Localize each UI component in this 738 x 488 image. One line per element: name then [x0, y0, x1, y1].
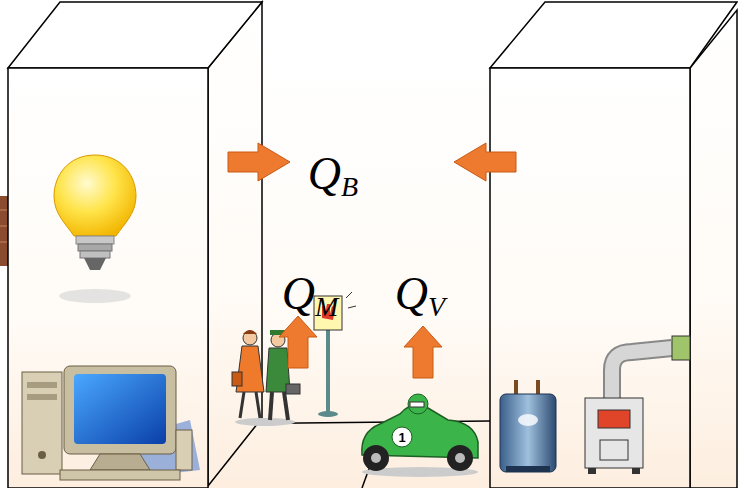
race-car	[362, 394, 478, 477]
light-bulb	[54, 155, 136, 303]
furnace-part	[632, 468, 640, 474]
right-building-part	[490, 2, 737, 68]
pedestrians-part	[270, 392, 272, 420]
right-building	[490, 2, 737, 488]
pedestrians-part	[284, 392, 288, 420]
pedestrians-part	[243, 330, 257, 334]
computer	[22, 366, 200, 480]
heat-flow-symbol: QB	[308, 151, 358, 201]
heat-arrow	[228, 143, 516, 378]
computer-part	[74, 374, 166, 444]
computer-part	[90, 454, 150, 470]
heat-arrow-part	[228, 143, 290, 181]
pedestrians-part	[232, 372, 242, 386]
furnace-part	[588, 468, 596, 474]
left-building-part	[8, 68, 208, 488]
furnace-part	[598, 410, 630, 428]
heat-arrow-part	[279, 316, 317, 368]
computer-part	[27, 394, 57, 400]
left-building-part	[208, 2, 262, 486]
light-bulb-part	[54, 155, 136, 236]
pedestrians-part	[286, 384, 300, 394]
left-building-part	[8, 2, 262, 68]
computer-part	[176, 430, 192, 470]
crossing-signal-part	[348, 306, 356, 308]
water-heater-part	[506, 466, 550, 472]
pedestrians-part	[243, 331, 257, 345]
water-heater-part	[518, 414, 538, 426]
right-building-part	[490, 68, 690, 488]
furnace-part	[612, 348, 672, 400]
left-building	[8, 2, 262, 488]
furnace-part	[612, 348, 672, 400]
pedestrians-part	[240, 392, 244, 418]
car-number: 1	[398, 431, 405, 444]
furnace-part	[672, 336, 690, 360]
heat-flow-symbol: QM	[282, 271, 339, 321]
race-car-part	[408, 394, 428, 414]
crossing-signal-part	[318, 411, 338, 417]
pedestrians-part	[256, 392, 260, 418]
heat-arrow-part	[454, 143, 516, 181]
furnace	[585, 336, 690, 474]
race-car-part	[410, 402, 424, 407]
race-car-part	[371, 453, 381, 463]
heat-arrow-part	[404, 326, 442, 378]
light-bulb-part	[76, 236, 114, 244]
crossing-signal-part	[326, 330, 330, 412]
light-bulb-part	[80, 251, 110, 258]
computer-part	[38, 451, 46, 459]
light-bulb-part	[78, 244, 112, 251]
race-car-part	[447, 445, 473, 471]
computer-part	[27, 382, 57, 388]
heat-flow-symbol: QV	[395, 271, 445, 321]
furnace-part	[600, 440, 628, 460]
water-heater-part	[500, 394, 556, 472]
water-heater	[500, 380, 556, 472]
right-building-part	[690, 10, 737, 488]
computer-part	[64, 366, 176, 454]
computer-part	[22, 372, 62, 474]
race-car-part	[363, 445, 389, 471]
computer-part	[60, 470, 180, 480]
light-bulb-part	[84, 258, 106, 270]
light-bulb-part	[59, 289, 131, 303]
crossing-signal-part	[346, 292, 352, 298]
furnace-part	[585, 398, 643, 468]
race-car-part	[455, 453, 465, 463]
race-car-part	[392, 427, 412, 447]
